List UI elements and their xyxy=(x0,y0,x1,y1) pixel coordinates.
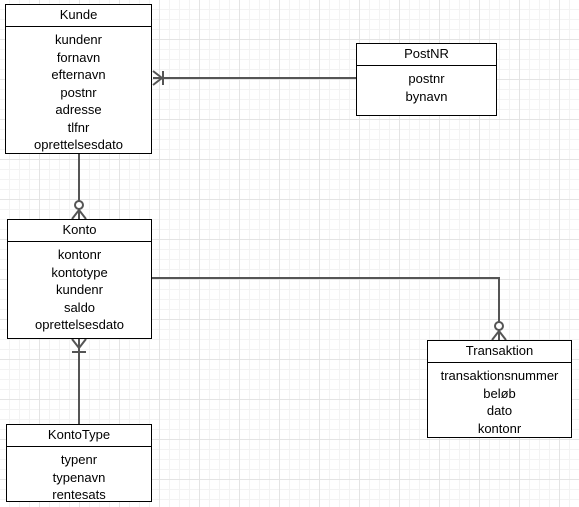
crowfoot-mark xyxy=(78,209,87,220)
entity-field[interactable]: dato xyxy=(486,403,513,418)
entity-fields: transaktionsnummer beløb dato kontonr xyxy=(428,363,571,437)
entity-title: Transaktion xyxy=(428,341,571,363)
relation-konto-transaktion[interactable] xyxy=(152,277,507,341)
entity-konto[interactable]: Konto kontonr kontotype kundenr saldo op… xyxy=(7,219,152,339)
entity-field[interactable]: oprettelsesdato xyxy=(35,317,124,332)
entity-field[interactable]: transaktionsnummer xyxy=(440,368,559,383)
entity-field[interactable]: efternavn xyxy=(51,67,106,82)
entity-field[interactable]: oprettelsesdato xyxy=(34,137,123,152)
entity-field[interactable]: kontotype xyxy=(51,264,108,280)
relation-line xyxy=(152,277,500,340)
crowfoot-mark xyxy=(71,209,80,220)
crowfoot-mark xyxy=(71,338,80,349)
crowfoot-mark xyxy=(491,330,500,341)
zero-circle-mark xyxy=(74,200,84,210)
entity-fields: typenr typenavn rentesats xyxy=(7,447,151,504)
entity-field[interactable]: beløb xyxy=(483,385,516,401)
entity-field[interactable]: saldo xyxy=(63,299,96,315)
entity-field[interactable]: kontonr xyxy=(477,420,522,436)
entity-field[interactable]: rentesats xyxy=(52,487,106,502)
entity-fields: kontonr kontotype kundenr saldo oprettel… xyxy=(8,242,151,334)
entity-field[interactable]: kontonr xyxy=(57,247,102,262)
entity-field[interactable]: typenr xyxy=(60,452,98,467)
entity-title: Kunde xyxy=(6,5,151,27)
entity-field[interactable]: adresse xyxy=(55,102,102,117)
entity-postnr[interactable]: PostNR postnr bynavn xyxy=(356,43,497,116)
entity-transaktion[interactable]: Transaktion transaktionsnummer beløb dat… xyxy=(427,340,572,438)
entity-title: PostNR xyxy=(357,44,496,66)
entity-field[interactable]: bynavn xyxy=(405,88,448,104)
relation-postnr-kunde[interactable] xyxy=(152,70,356,86)
entity-title: KontoType xyxy=(7,425,151,447)
entity-field[interactable]: postnr xyxy=(408,71,445,86)
entity-title: Konto xyxy=(8,220,151,242)
crowfoot-mark xyxy=(152,70,163,79)
entity-fields: postnr bynavn xyxy=(357,66,496,105)
relation-konto-kontotype[interactable] xyxy=(71,338,87,424)
relation-kunde-konto[interactable] xyxy=(71,154,87,220)
zero-circle-mark xyxy=(494,321,504,331)
entity-field[interactable]: kundenr xyxy=(55,32,102,47)
entity-field[interactable]: kundenr xyxy=(56,282,103,297)
entity-field[interactable]: postnr xyxy=(60,84,97,100)
entity-field[interactable]: fornavn xyxy=(56,49,101,65)
entity-fields: kundenr fornavn efternavn postnr adresse… xyxy=(6,27,151,154)
entity-kunde[interactable]: Kunde kundenr fornavn efternavn postnr a… xyxy=(5,4,152,154)
entity-field[interactable]: tlfnr xyxy=(67,119,90,135)
entity-kontotype[interactable]: KontoType typenr typenavn rentesats xyxy=(6,424,152,502)
entity-field[interactable]: typenavn xyxy=(52,469,106,485)
crowfoot-mark xyxy=(78,338,87,349)
crowfoot-mark xyxy=(152,77,163,86)
crowfoot-mark xyxy=(498,330,507,341)
